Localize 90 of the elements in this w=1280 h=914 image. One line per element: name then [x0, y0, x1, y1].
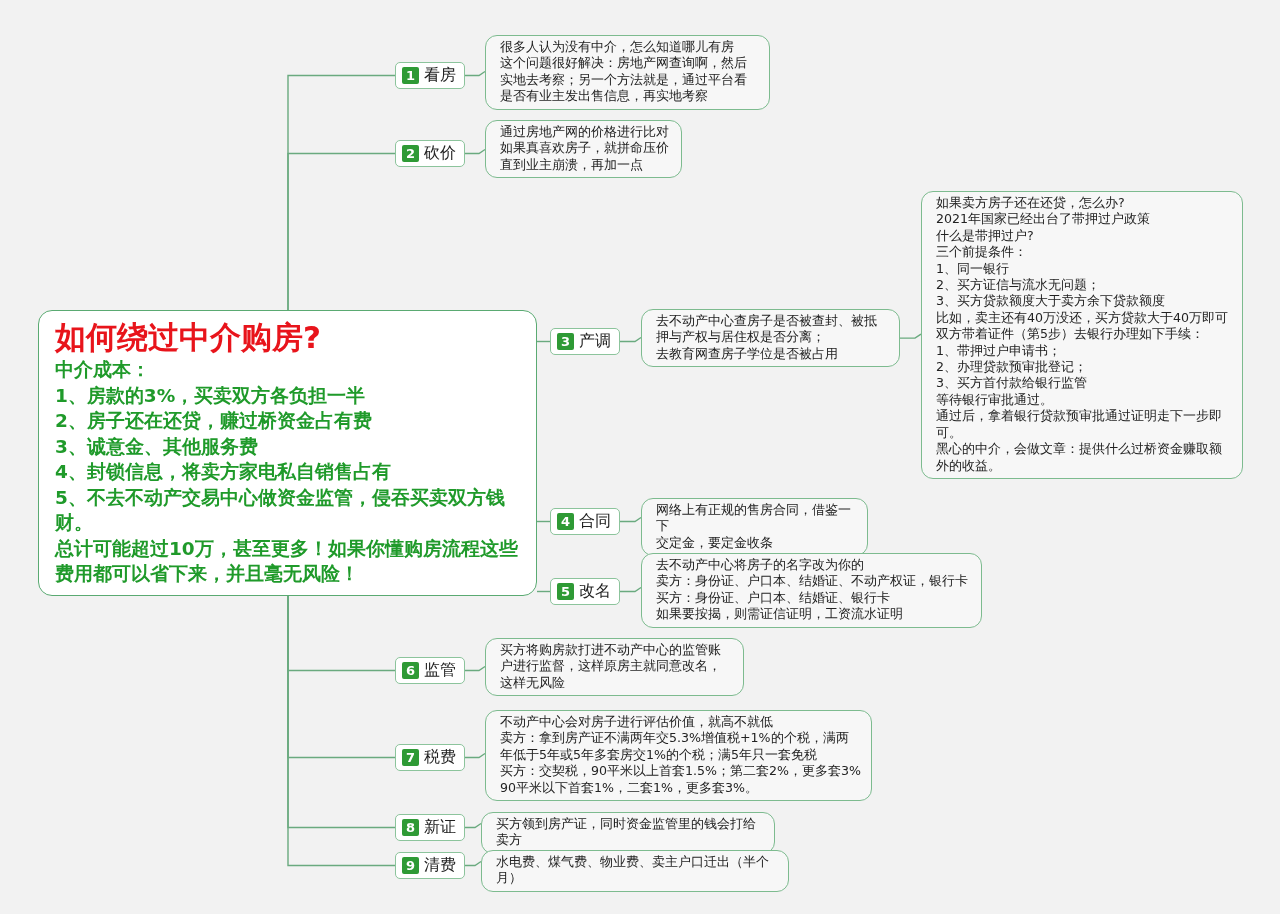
step-box: [550, 328, 620, 355]
note-text: 不动产中心会对房子进行评估价值，就高不就低: [500, 714, 774, 731]
note-box: [641, 498, 868, 557]
note-text: 三个前提条件：: [936, 244, 1028, 261]
body-text: 4、封锁信息，将卖方家电私自销售占有: [55, 460, 392, 484]
topic-box: [38, 310, 537, 596]
number-badge: 7: [402, 749, 419, 766]
connector-line: [464, 752, 486, 759]
body-text: 5、不去不动产交易中心做资金监管，侵吞买卖双方钱财。: [55, 485, 506, 535]
note-box: [485, 638, 744, 697]
note-box: [481, 812, 775, 854]
step-label: 税费: [424, 747, 456, 768]
note-text: 水电费、煤气费、物业费、卖主户口迁出（半个月）: [496, 854, 770, 887]
note-text: 什么是带押过户?: [936, 227, 1035, 245]
note-text: 2、办理贷款预审批登记；: [936, 359, 1088, 376]
body-text: 总计可能超过10万，甚至更多！如果你懂购房流程这些费用都可以省下来，并且毫无风险！: [55, 536, 519, 586]
note-text: 黑心的中介，会做文章：提供什么过桥资金赚取额外的收益。: [936, 441, 1223, 474]
number-badge: 1: [402, 67, 419, 84]
note-text: 1、带押过户申请书；: [936, 342, 1062, 360]
connector-line: [619, 516, 642, 523]
step-label: 产调: [579, 331, 611, 352]
number-badge: 3: [557, 333, 574, 350]
number-badge: 8: [402, 819, 419, 836]
note-text: 去不动产中心将房子的名字改为你的: [656, 557, 865, 574]
note-text: 等待银行审批通过。: [936, 391, 1054, 409]
note-text: 通过后，拿着银行贷款预审批通过证明走下一步即可。: [936, 408, 1223, 442]
connector-line: [619, 336, 642, 343]
note-text: 买方：身份证、户口本、结婚证、银行卡: [656, 589, 891, 607]
number-badge: 4: [557, 513, 574, 530]
body-text: 中介成本：: [55, 358, 151, 382]
connector-line: [464, 148, 486, 155]
note-text: 卖方：身份证、户口本、结婚证、不动产权证，银行卡: [656, 573, 969, 590]
connector-line: [899, 333, 922, 339]
step-label: 砍价: [424, 143, 456, 164]
note-text: 去不动产中心查房子是否被查封、被抵押与产权与居住权是否分离；: [656, 313, 878, 346]
note-text: 买方：交契税，90平米以上首套1.5%；第二套2%，更多套3%: [500, 763, 861, 780]
note-text: 3、买方首付款给银行监管: [936, 375, 1088, 392]
note-text: 这个问题很好解决：房地产网查询啊，然后实地去考察；另一个方法就是，通过平台看是否有业主发出售信息，再实地考察: [500, 55, 748, 105]
body-text: 2、房子还在还贷，赚过桥资金占有费: [55, 409, 373, 433]
note-text: 3、买方贷款额度大于卖方余下贷款额度: [936, 293, 1166, 310]
note-text: 买方领到房产证，同时资金监管里的钱会打给卖方: [496, 816, 757, 849]
step-box: [550, 508, 620, 535]
step-box: [395, 657, 465, 684]
note-text: 2、买方证信与流水无问题；: [936, 277, 1101, 294]
step-box: [395, 744, 465, 771]
step-box: [395, 814, 465, 841]
step-label: 合同: [579, 511, 611, 532]
note-text: 卖方：拿到房产证不满两年交5.3%增值税+1%的个税，满两年低于5年或5年多套房交1%的个税；满5年只一套免税: [500, 730, 850, 764]
number-badge: 9: [402, 857, 419, 874]
note-text: 交定金，要定金收条: [656, 534, 774, 552]
note-text: 直到业主崩溃，再加一点: [500, 156, 644, 174]
step-label: 清费: [424, 855, 456, 876]
note-box: [485, 120, 682, 179]
step-box: [550, 578, 620, 605]
step-box: [395, 62, 465, 89]
title-text: 如何绕过中介购房?: [55, 318, 322, 357]
note-text: 双方带着证件（第5步）去银行办理如下手续：: [936, 326, 1205, 343]
note-text: 比如，卖主还有40万没还，买方贷款大于40万即可: [936, 309, 1230, 327]
number-badge: 2: [402, 145, 419, 162]
body-text: 1、房款的3%，买卖双方各负担一半: [55, 383, 367, 408]
step-label: 新证: [424, 817, 456, 838]
note-text: 买方将购房款打进不动产中心的监管账户进行监督，这样原房主就同意改名，这样无风险: [500, 642, 722, 692]
note-box: [485, 710, 872, 802]
note-text: 90平米以下首套1%，二套1%，更多套3%。: [500, 779, 759, 797]
note-text: 如果要按揭，则需证信证明，工资流水证明: [656, 606, 904, 623]
note-box: [641, 309, 900, 368]
note-text: 1、同一银行: [936, 260, 1010, 278]
note-text: 去教育网查房子学位是否被占用: [656, 345, 839, 363]
number-badge: 6: [402, 662, 419, 679]
note-text: 2021年国家已经出台了带押过户政策: [936, 211, 1152, 228]
body-text: 3、诚意金、其他服务费: [55, 434, 259, 459]
note-text: 如果卖方房子还在还贷，怎么办?: [936, 195, 1126, 212]
connector-line: [464, 70, 486, 77]
step-box: [395, 852, 465, 879]
note-text: 很多人认为没有中介，怎么知道哪儿有房: [500, 39, 735, 56]
step-label: 看房: [424, 65, 456, 86]
note-box: [641, 553, 982, 628]
step-box: [395, 140, 465, 167]
connector-line: [287, 152, 396, 311]
note-text: 如果真喜欢房子，就拼命压价: [500, 140, 670, 157]
number-badge: 5: [557, 583, 574, 600]
note-box: [485, 35, 770, 110]
note-box: [481, 850, 789, 892]
note-text: 通过房地产网的价格进行比对: [500, 124, 670, 141]
step-label: 监管: [424, 660, 456, 681]
step-label: 改名: [579, 581, 611, 602]
note-box: [921, 191, 1243, 479]
connector-line: [619, 586, 642, 593]
note-text: 网络上有正规的售房合同，借鉴一下: [656, 502, 852, 535]
connector-line: [464, 665, 486, 672]
